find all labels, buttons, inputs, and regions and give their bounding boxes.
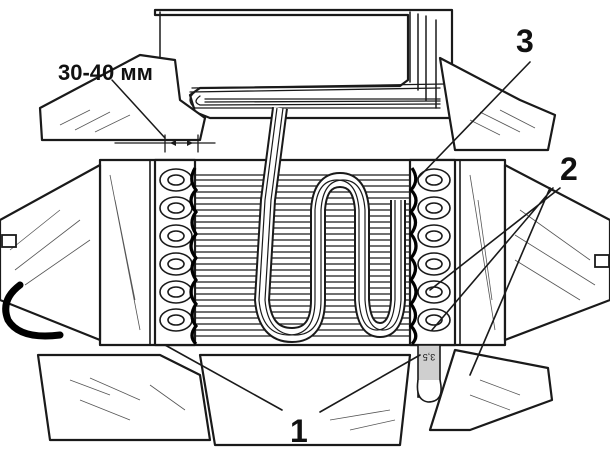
top-flaps [38,53,557,152]
left-loop-column [153,158,199,347]
serpentine-lines [254,106,406,343]
dimension-label: 30-40 мм [58,60,153,85]
callout-leaders [164,61,561,413]
bottom-flaps [36,348,554,447]
callout-1-label: 1 [290,413,308,449]
right-loop-column [408,158,457,347]
stamp-tag: 3,5 [416,344,442,403]
top-pack [153,8,454,120]
callout-2-label: 2 [560,151,578,187]
callout-3-label: 3 [516,23,534,59]
dimension-marker [111,79,216,153]
stamp-text: 3,5 [423,352,436,362]
side-wings [0,163,610,342]
canopy-layers [194,174,411,337]
